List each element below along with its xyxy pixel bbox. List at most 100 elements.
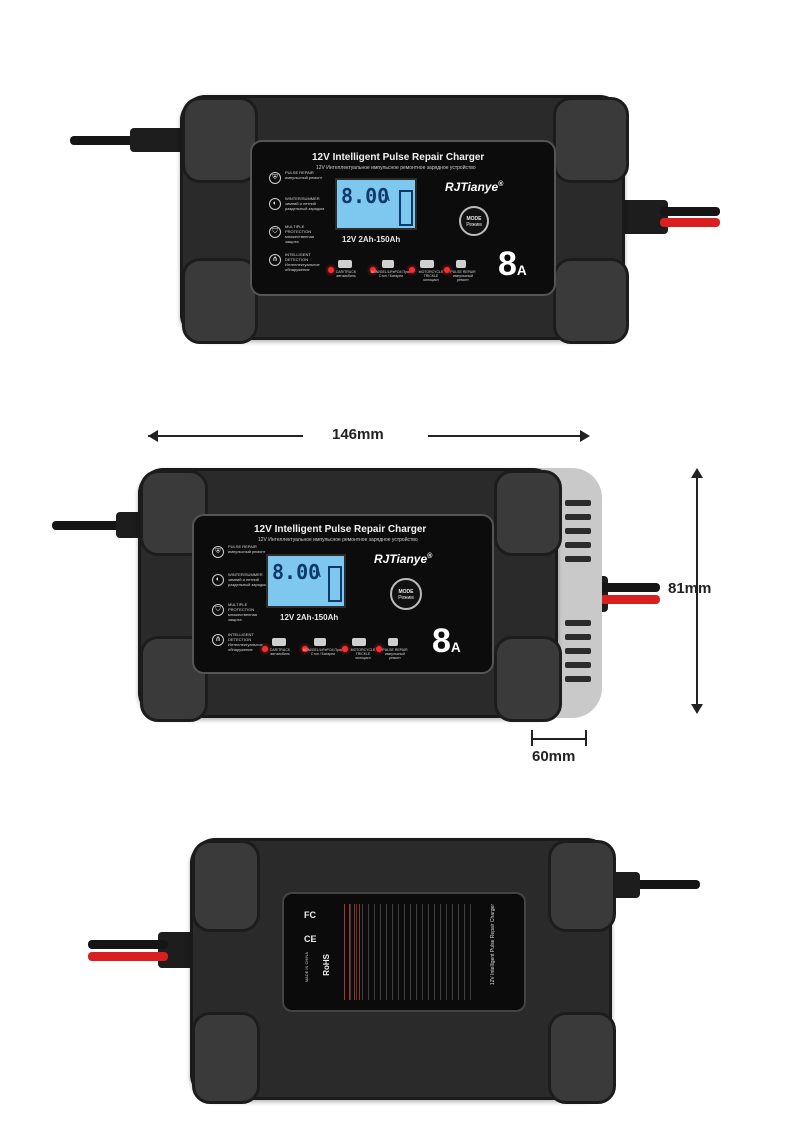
feature-label: WINTER/SUMMER зимний и летний раздельный… bbox=[285, 196, 325, 211]
label-text-lines bbox=[344, 904, 474, 1000]
car-icon bbox=[272, 638, 286, 646]
indicator-led bbox=[262, 646, 268, 652]
depth-tick-right bbox=[585, 730, 587, 746]
bumper-top-right bbox=[553, 97, 629, 183]
shield-icon: ⛨ bbox=[212, 546, 224, 558]
cert-ce-mark: CE bbox=[304, 934, 317, 944]
feature-label: PULSE REPAIR импульсный ремонт bbox=[228, 544, 266, 554]
bumper-bottom-left bbox=[182, 258, 258, 344]
arrow-right-icon bbox=[580, 430, 590, 442]
power-cable-right bbox=[600, 880, 700, 889]
indicator-led bbox=[370, 267, 376, 273]
label-title: 12V Intelligent Pulse Repair Charger bbox=[490, 904, 496, 986]
depth-tick-left bbox=[531, 730, 533, 746]
battery-gauge-icon bbox=[328, 566, 342, 602]
lcd-display: 8.00 A bbox=[335, 178, 417, 230]
power-cable-left bbox=[52, 521, 162, 530]
indicator-led bbox=[444, 267, 450, 273]
bumper-top-left bbox=[182, 97, 258, 183]
feature-label: INTELLIGENT DETECTION Интеллектуальное о… bbox=[285, 252, 320, 272]
vent-slot bbox=[565, 648, 591, 654]
cable-strain-relief-right bbox=[618, 200, 668, 234]
panel-subtitle: 12V Интеллектуальное импульсное ремонтно… bbox=[316, 165, 476, 171]
feature-label: WINTER/SUMMER зимний и летний раздельный… bbox=[228, 572, 268, 587]
cert-fc-mark: FC bbox=[304, 910, 316, 920]
bumper-top-right bbox=[494, 470, 562, 556]
amperage-rating: 8A bbox=[432, 622, 461, 660]
height-arrow-line bbox=[696, 470, 698, 710]
cable-strain-relief bbox=[130, 128, 184, 152]
control-panel: 12V Intelligent Pulse Repair Charger 12V… bbox=[192, 514, 494, 674]
cert-rohs-mark: RoHS bbox=[322, 954, 331, 976]
output-cable-red bbox=[88, 952, 168, 961]
spec-text: 12V 2Ah-150Ah bbox=[280, 613, 339, 622]
vent-slot bbox=[565, 556, 591, 562]
mode-label: PULSE REPAIR импульсный ремонт bbox=[450, 270, 476, 282]
lcd-reading: 8.00 bbox=[341, 184, 390, 208]
vent-slot bbox=[565, 676, 591, 682]
bumper-bottom-right bbox=[553, 258, 629, 344]
arrow-down-icon bbox=[691, 704, 703, 714]
lcd-display: 8.00 A bbox=[266, 554, 346, 608]
detection-icon: ⋔ bbox=[212, 634, 224, 646]
car-icon bbox=[338, 260, 352, 268]
battery-icon bbox=[314, 638, 326, 646]
motorcycle-icon bbox=[420, 260, 434, 268]
mode-label: MOTORCYCLE TRICKLE мотоцикл bbox=[350, 648, 376, 660]
height-dimension: 81mm bbox=[668, 580, 712, 597]
lcd-unit: A bbox=[316, 570, 321, 579]
output-cable-black bbox=[660, 207, 720, 216]
vent-slot bbox=[565, 634, 591, 640]
vent-slot bbox=[565, 542, 591, 548]
output-cable-red bbox=[600, 595, 660, 604]
output-cable-red bbox=[660, 218, 720, 227]
vent-slot bbox=[565, 620, 591, 626]
warning-text-block bbox=[344, 904, 362, 1000]
bumper-top-left bbox=[192, 840, 260, 932]
feature-label: MULTIPLE PROTECTION множественная защита bbox=[228, 602, 257, 622]
bumper-bottom-left bbox=[192, 1012, 260, 1104]
mode-label: AGM/GEL/LiFePO4 Пуск-Стоп / Батареи bbox=[370, 270, 412, 278]
indicator-led bbox=[342, 646, 348, 652]
protection-icon: ⛉ bbox=[269, 226, 281, 238]
detection-icon: ⋔ bbox=[269, 254, 281, 266]
arrow-left-icon bbox=[148, 430, 158, 442]
repair-icon bbox=[456, 260, 466, 268]
feature-label: MULTIPLE PROTECTION множественная защита bbox=[285, 224, 314, 244]
control-panel: 12V Intelligent Pulse Repair Charger 12V… bbox=[250, 140, 556, 296]
lcd-unit: A bbox=[385, 194, 390, 203]
mode-label: MOTORCYCLE TRICKLE мотоцикл bbox=[418, 270, 444, 282]
feature-label: INTELLIGENT DETECTION Интеллектуальное о… bbox=[228, 632, 263, 652]
output-cable-black bbox=[600, 583, 660, 592]
feature-label: PULSE REPAIR импульсный ремонт bbox=[285, 170, 323, 180]
vent-slot bbox=[565, 514, 591, 520]
arrow-up-icon bbox=[691, 468, 703, 478]
made-in-text: MADE IN CHINA bbox=[304, 952, 309, 983]
battery-icon bbox=[382, 260, 394, 268]
panel-subtitle: 12V Интеллектуальное импульсное ремонтно… bbox=[258, 537, 418, 543]
rating-label: 12V Intelligent Pulse Repair Charger FC … bbox=[282, 892, 526, 1012]
amperage-rating: 8A bbox=[498, 245, 527, 283]
vent-slot bbox=[565, 662, 591, 668]
shield-icon: ⛨ bbox=[269, 172, 281, 184]
mode-label: CAR/TRUCK автомобиль bbox=[269, 648, 291, 656]
mode-label: CAR/TRUCK автомобиль bbox=[335, 270, 357, 278]
vent-slot bbox=[565, 500, 591, 506]
lcd-reading: 8.00 bbox=[272, 560, 321, 584]
mode-label: AGM/GEL/LiFePO4 Пуск-Стоп / Батареи bbox=[302, 648, 344, 656]
mode-label: PULSE REPAIR импульсный ремонт bbox=[382, 648, 408, 660]
depth-dimension: 60mm bbox=[532, 748, 576, 765]
motorcycle-icon bbox=[352, 638, 366, 646]
indicator-led bbox=[328, 267, 334, 273]
protection-icon: ⛉ bbox=[212, 604, 224, 616]
indicator-led bbox=[376, 646, 382, 652]
vent-slot bbox=[565, 528, 591, 534]
brand-logo: RJTianye® bbox=[374, 552, 433, 566]
panel-title: 12V Intelligent Pulse Repair Charger bbox=[254, 524, 427, 535]
width-arrow-line-left bbox=[148, 435, 303, 437]
indicator-led bbox=[302, 646, 308, 652]
bumper-bottom-right bbox=[548, 1012, 616, 1104]
repair-icon bbox=[388, 638, 398, 646]
